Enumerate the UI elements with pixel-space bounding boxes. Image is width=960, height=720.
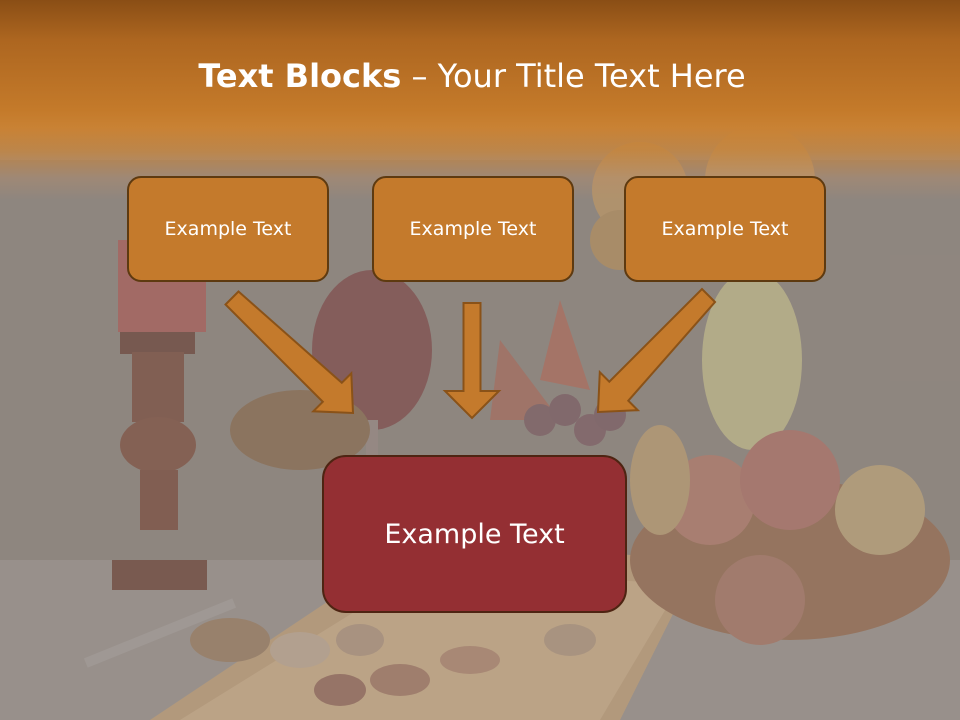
title-band: [0, 0, 960, 200]
left-diagonal-arrow: [224, 290, 355, 415]
title-dash: –: [401, 57, 438, 95]
text-block-1-label: Example Text: [164, 218, 292, 240]
text-block-3-label: Example Text: [661, 218, 789, 240]
text-block-2[interactable]: Example Text: [372, 176, 574, 282]
main-text-block[interactable]: Example Text: [322, 455, 627, 613]
text-block-1[interactable]: Example Text: [127, 176, 329, 282]
main-text-block-label: Example Text: [384, 518, 565, 550]
title-rest-part: Your Title Text Here: [437, 57, 746, 95]
title-bold-part: Text Blocks: [198, 57, 402, 95]
text-block-2-label: Example Text: [409, 218, 537, 240]
right-diagonal-arrow: [596, 287, 717, 414]
center-down-arrow: [442, 302, 502, 420]
text-block-3[interactable]: Example Text: [624, 176, 826, 282]
slide-title: Text Blocks – Your Title Text Here: [0, 52, 944, 100]
